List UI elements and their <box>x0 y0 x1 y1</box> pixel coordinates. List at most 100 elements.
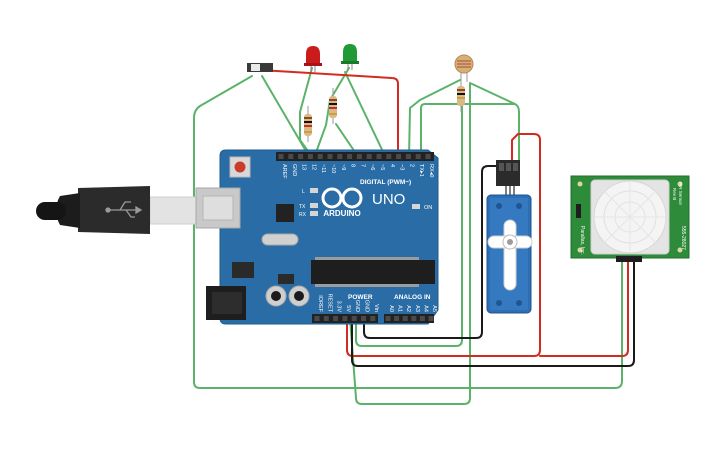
digital-pin-hole[interactable] <box>366 154 372 159</box>
wire-black-gnd-to-servo[interactable] <box>363 165 501 339</box>
wire-switch-left-to-5v[interactable] <box>193 75 623 389</box>
power-pin-label: IOREF <box>317 295 323 312</box>
led-red[interactable] <box>304 46 322 72</box>
resistor-left[interactable] <box>304 106 312 142</box>
analog-pin-label: A3 <box>414 305 420 312</box>
analog-pin-hole[interactable] <box>385 316 391 321</box>
digital-pin-hole[interactable] <box>327 154 333 159</box>
analog-header[interactable] <box>384 314 434 323</box>
digital-header-label: DIGITAL (PWM~) <box>360 179 411 186</box>
power-pin-hole[interactable] <box>361 316 366 321</box>
digital-pin-label: ~9 <box>340 164 346 170</box>
digital-pin-label: ~10 <box>330 164 336 173</box>
analog-pin-hole[interactable] <box>428 316 434 321</box>
digital-pin-hole[interactable] <box>288 154 294 159</box>
wire-red-5v-to-pir[interactable] <box>539 261 629 357</box>
digital-pin-hole[interactable] <box>415 154 421 159</box>
wire-ldr-down[interactable] <box>349 83 471 405</box>
digital-pin-label: ~3 <box>399 164 405 170</box>
analog-pin-label: A5 <box>431 305 437 312</box>
digital-pin-hole[interactable] <box>386 154 392 159</box>
digital-pin-label: ~6 <box>369 164 375 170</box>
digital-pin-label: ~11 <box>320 164 326 173</box>
digital-pin-hole[interactable] <box>278 154 284 159</box>
digital-header[interactable] <box>276 152 434 161</box>
power-pin-hole[interactable] <box>342 316 348 321</box>
digital-pin-hole[interactable] <box>396 154 402 159</box>
arduino-uno-board[interactable]: ARDUINO UNO DIGITAL (PWM~) ON L TX RX PO… <box>195 149 439 325</box>
digital-pin-hole[interactable] <box>356 154 362 159</box>
wire-led-red-to-pin7[interactable] <box>344 71 387 159</box>
led-tx <box>310 203 318 208</box>
analog-pin-label: A0 <box>388 305 394 312</box>
wire-pin-to-servo[interactable] <box>420 103 516 159</box>
led-green[interactable] <box>341 44 359 70</box>
atmega-chip <box>311 260 435 284</box>
analog-pin-label: A1 <box>397 305 403 312</box>
digital-pin-hole[interactable] <box>405 154 411 159</box>
power-pin-label: GND <box>354 300 360 312</box>
capacitors <box>265 285 310 307</box>
pir-jumper <box>576 204 581 218</box>
digital-pin-hole[interactable] <box>337 154 343 159</box>
analog-pin-hole[interactable] <box>402 316 408 321</box>
l-label: L <box>302 189 305 195</box>
resistor-right[interactable] <box>329 88 337 124</box>
board-model: UNO <box>372 191 405 208</box>
photoresistor[interactable] <box>454 54 474 82</box>
resistor-ldr[interactable] <box>457 80 465 112</box>
wire-led-red-to-pin[interactable] <box>299 67 314 159</box>
digital-pin-hole[interactable] <box>347 154 353 159</box>
power-pin-hole[interactable] <box>351 316 357 321</box>
digital-pin-hole[interactable] <box>298 154 304 159</box>
analog-pin-hole[interactable] <box>394 316 400 321</box>
pir-sensor[interactable]: PIR Sensor Rev B 555-28027 Parallax, Inc… <box>570 175 690 262</box>
analog-header-label: ANALOG IN <box>394 294 431 301</box>
pir-side-text: Parallax, Inc. <box>579 226 585 255</box>
crystal-oscillator <box>261 233 299 246</box>
power-pin-label: Vin <box>373 304 379 312</box>
digital-pin-label: 4 <box>389 164 395 167</box>
power-header-label: POWER <box>348 294 373 301</box>
power-pin-hole[interactable] <box>323 316 329 321</box>
digital-pin-label: 8 <box>350 164 356 167</box>
wire-red-switch-to-pin4[interactable] <box>259 69 399 159</box>
usb-plug-tip <box>56 193 80 228</box>
arduino-logo-text: ARDUINO <box>323 209 360 218</box>
digital-pin-label: 13 <box>301 164 307 170</box>
analog-pin-hole[interactable] <box>411 316 417 321</box>
digital-pin-label: 2 <box>408 164 414 167</box>
digital-pin-label: 7 <box>359 164 365 167</box>
power-pin-hole[interactable] <box>333 316 339 321</box>
digital-pin-hole[interactable] <box>317 154 323 159</box>
power-pin-label: 3.3V <box>336 301 342 313</box>
wire-black-gnd-to-pir[interactable] <box>351 261 635 367</box>
digital-pin-hole[interactable] <box>425 154 431 159</box>
power-pin-hole[interactable] <box>370 316 376 321</box>
wire-red-5v-to-servo[interactable] <box>346 133 541 357</box>
wire-led-green-to-pin[interactable] <box>313 67 350 159</box>
wire-gnd-to-pir[interactable] <box>355 93 463 347</box>
wire-switch-to-pin13[interactable] <box>261 75 311 159</box>
power-pin-label: 5V <box>345 305 351 312</box>
servo-horn <box>487 219 533 291</box>
power-pin-label: GND <box>364 300 370 312</box>
on-led <box>412 204 420 209</box>
pir-title: PIR Sensor <box>678 182 683 206</box>
analog-pin-hole[interactable] <box>419 316 425 321</box>
wires <box>193 67 635 405</box>
digital-pin-hole[interactable] <box>376 154 382 159</box>
digital-pin-label: TX▸1 <box>418 164 424 177</box>
digital-pin-hole[interactable] <box>307 154 313 159</box>
led-rx <box>310 211 318 216</box>
digital-pin-label: AREF <box>281 164 287 179</box>
wire-ldr-to-pin2[interactable] <box>408 79 461 159</box>
power-pin-hole[interactable] <box>314 316 320 321</box>
mcu-pins <box>315 257 419 287</box>
digital-pin-label: 12 <box>310 164 316 170</box>
slide-switch[interactable] <box>247 63 273 72</box>
servo-motor[interactable] <box>486 160 533 314</box>
